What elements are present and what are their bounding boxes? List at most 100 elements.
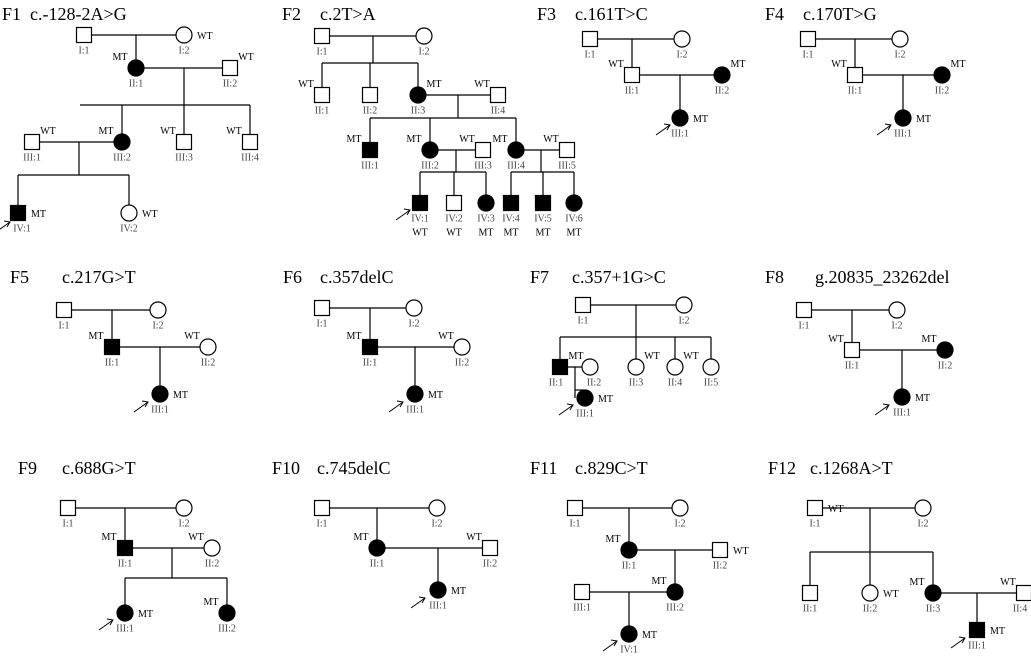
individual-f4-iii1-id: III:1: [894, 129, 912, 140]
individual-f4-ii1-square: [846, 66, 864, 84]
individual-f2-iii4-circle: [507, 141, 525, 159]
individual-f2-iv4-genotype: MT: [504, 228, 519, 239]
individual-f10-i1-square: [313, 499, 331, 517]
individual-f9-iii1-circle: [116, 604, 134, 622]
individual-f2-ii4-genotype: WT: [474, 79, 490, 90]
variant-label-f5: c.217G>T: [62, 267, 136, 287]
individual-f2-iii1-square: [361, 141, 379, 159]
individual-f1-iv1-square: [9, 204, 27, 222]
individual-f2-iii3-id: III:3: [474, 161, 492, 172]
individual-f9-i2-circle: [175, 499, 193, 517]
individual-f7-ii5-circle: [702, 358, 720, 376]
individual-f3-ii1-id: II:1: [625, 86, 639, 97]
individual-f12-ii2-circle: [861, 584, 879, 602]
individual-f10-ii1-circle: [368, 539, 386, 557]
individual-f9-iii1-genotype: MT: [138, 609, 153, 620]
individual-f10-i2-circle: [428, 499, 446, 517]
variant-label-f6: c.357delC: [320, 267, 394, 287]
individual-f7-i2-id: I:2: [678, 316, 689, 327]
variant-label-f12: c.1268A>T: [810, 458, 893, 478]
individual-f11-i2-id: I:2: [674, 519, 685, 530]
individual-f5-i2-circle: [149, 301, 167, 319]
proband-arrow-f8-head: [882, 403, 890, 411]
individual-f11-iv1-id: IV:1: [620, 645, 638, 656]
individual-f7-ii3-id: II:3: [629, 378, 643, 389]
individual-f3-ii2-circle: [713, 66, 731, 84]
individual-f9-ii2-genotype: WT: [188, 532, 204, 543]
individual-f12-i1-id: I:1: [809, 519, 820, 530]
individual-f7-ii3-circle: [627, 358, 645, 376]
individual-f3-i1-square: [581, 30, 599, 48]
individual-f2-i1-square: [313, 27, 331, 45]
proband-arrow-f2-head: [403, 208, 411, 216]
individual-f2-iii5-square: [558, 141, 576, 159]
family-label-f1: F1: [2, 4, 21, 24]
individual-f2-iv3-circle: [477, 194, 495, 212]
individual-f1-ii1-circle: [127, 59, 145, 77]
proband-arrow-f1: [0, 221, 11, 230]
individual-f1-iii2-circle: [113, 133, 131, 151]
individual-f1-iii2-genotype: MT: [99, 126, 114, 137]
individual-f2-ii2-id: II:2: [363, 106, 377, 117]
family-label-f3: F3: [537, 4, 556, 24]
individual-f1-ii2-square: [221, 59, 239, 77]
individual-f5-ii2-circle: [199, 338, 217, 356]
individual-f2-iv5-genotype: MT: [536, 228, 551, 239]
proband-arrow-f6: [388, 401, 404, 413]
proband-arrow-f1-head: [3, 220, 11, 228]
individual-f10-ii1-id: II:1: [370, 559, 384, 570]
individual-f1-iv2-id: IV:2: [120, 224, 138, 235]
individual-f11-ii2-id: II:2: [713, 561, 727, 572]
individual-f2-iii5-id: III:5: [558, 161, 576, 172]
individual-f7-i1-id: I:1: [577, 316, 588, 327]
individual-f12-ii3-circle: [924, 584, 942, 602]
individual-f6-ii1-id: II:1: [363, 358, 377, 369]
individual-f9-ii1-square: [116, 539, 134, 557]
proband-arrow-f6-head: [396, 400, 404, 408]
individual-f7-ii5-id: II:5: [704, 378, 718, 389]
individual-f9-i2-id: I:2: [178, 519, 189, 530]
individual-f1-iii3-square: [175, 133, 193, 151]
individual-f1-iv1-id: IV:1: [13, 224, 31, 235]
individual-f8-iii1-genotype: MT: [915, 393, 930, 404]
individual-f10-ii1-genotype: MT: [354, 532, 369, 543]
variant-label-f2: c.2T>A: [320, 4, 376, 24]
individual-f2-iv6-circle: [565, 194, 583, 212]
individual-f3-iii1-circle: [671, 109, 689, 127]
individual-f11-i2-circle: [671, 499, 689, 517]
individual-f2-iv3-id: IV:3: [477, 214, 495, 225]
individual-f2-i2-id: I:2: [418, 47, 429, 58]
individual-f2-ii3-circle: [409, 86, 427, 104]
individual-f9-iii2-genotype: MT: [204, 597, 219, 608]
individual-f5-ii2-id: II:2: [201, 358, 215, 369]
individual-f6-i1-square: [313, 299, 331, 317]
individual-f1-i2-circle: [175, 26, 193, 44]
individual-f1-i1-square: [75, 26, 93, 44]
proband-arrow-f5-head: [141, 400, 149, 408]
individual-f2-ii1-square: [313, 86, 331, 104]
family-label-f4: F4: [765, 4, 784, 24]
individual-f3-iii1-id: III:1: [671, 129, 689, 140]
individual-f12-ii4-genotype: WT: [1000, 577, 1016, 588]
individual-f7-ii3-genotype: WT: [644, 351, 660, 362]
individual-f2-iv3-genotype: MT: [479, 228, 494, 239]
individual-f7-iii1-genotype: MT: [598, 394, 613, 405]
individual-f6-i1-id: I:1: [316, 319, 327, 330]
individual-f5-iii1-id: III:1: [151, 405, 169, 416]
individual-f11-iii2-id: III:2: [666, 603, 684, 614]
individual-f1-iii1-genotype: WT: [40, 126, 56, 137]
individual-f2-i1-id: I:1: [316, 47, 327, 58]
individual-f12-iii1-square: [968, 621, 986, 639]
individual-f1-iii1-id: III:1: [23, 153, 41, 164]
variant-label-f4: c.170T>G: [803, 4, 877, 24]
individual-f3-i2-circle: [673, 30, 691, 48]
individual-f7-ii4-circle: [666, 358, 684, 376]
individual-f7-ii1-genotype: MT: [569, 351, 584, 362]
individual-f2-ii4-id: II:4: [491, 106, 505, 117]
proband-arrow-f7-head: [566, 403, 574, 411]
individual-f1-iii3-genotype: WT: [160, 126, 176, 137]
individual-f5-ii1-square: [103, 338, 121, 356]
individual-f12-iii1-id: III:1: [968, 641, 986, 652]
individual-f3-ii2-id: II:2: [715, 86, 729, 97]
individual-f2-iv2-id: IV:2: [445, 214, 463, 225]
